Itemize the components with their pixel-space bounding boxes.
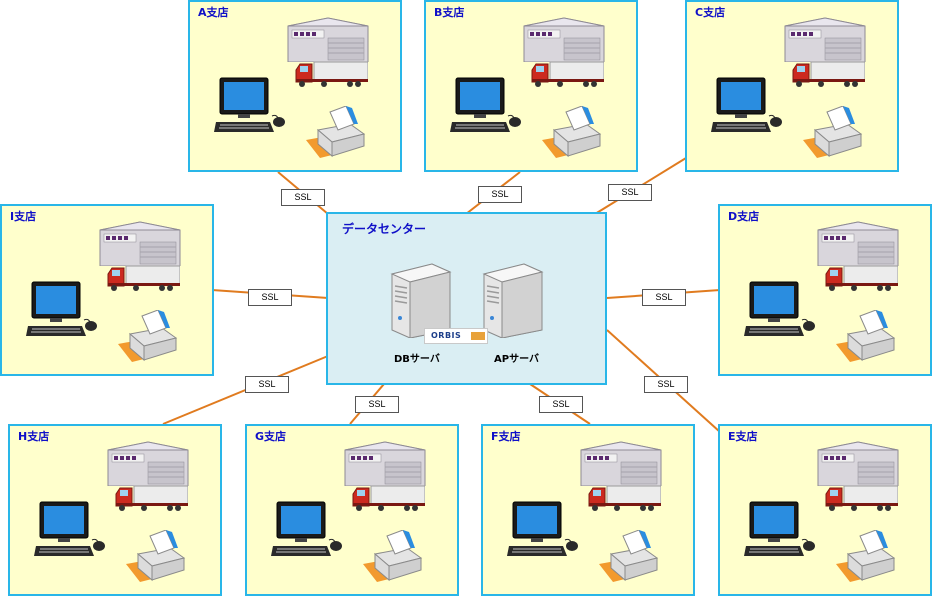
- branch-b: B支店: [424, 0, 638, 172]
- printer-icon: [599, 530, 659, 582]
- ssl-label-b: SSL: [478, 186, 522, 203]
- computer-icon: [34, 501, 94, 556]
- truck-icon: [115, 485, 188, 511]
- printer-icon: [803, 106, 863, 158]
- branch-title: C支店: [695, 6, 726, 19]
- branch-c: C支店: [685, 0, 899, 172]
- computer-icon: [744, 281, 804, 336]
- mouse-icon: [801, 318, 815, 331]
- branch-title: F支店: [491, 430, 521, 443]
- truck-icon: [107, 265, 180, 291]
- branch-i: I支店: [0, 204, 214, 376]
- mouse-icon: [91, 538, 105, 551]
- ssl-label-c: SSL: [608, 184, 652, 201]
- warehouse-icon: [99, 221, 181, 266]
- branch-a: A支店: [188, 0, 402, 172]
- warehouse-icon: [784, 17, 866, 62]
- computer-icon: [744, 501, 804, 556]
- branch-title: E支店: [728, 430, 758, 443]
- datacenter-box: データセンター DBサーバ APサーバ ORBIS: [326, 212, 607, 385]
- truck-icon: [352, 485, 425, 511]
- mouse-icon: [768, 114, 782, 127]
- logo-text: ORBIS: [431, 331, 462, 340]
- db-server-icon: [390, 263, 452, 338]
- warehouse-icon: [107, 441, 189, 486]
- ap-server-icon: [482, 263, 544, 338]
- logo-tag-icon: [471, 332, 485, 340]
- mouse-icon: [328, 538, 342, 551]
- branch-d: D支店: [718, 204, 932, 376]
- truck-icon: [825, 265, 898, 291]
- printer-icon: [363, 530, 423, 582]
- branch-title: B支店: [434, 6, 465, 19]
- branch-h: H支店: [8, 424, 222, 596]
- warehouse-icon: [287, 17, 369, 62]
- computer-icon: [26, 281, 86, 336]
- ssl-label-d: SSL: [642, 289, 686, 306]
- printer-icon: [836, 310, 896, 362]
- branch-title: A支店: [198, 6, 229, 19]
- printer-icon: [126, 530, 186, 582]
- branch-f: F支店: [481, 424, 695, 596]
- printer-icon: [542, 106, 602, 158]
- printer-icon: [836, 530, 896, 582]
- warehouse-icon: [580, 441, 662, 486]
- orbis-logo: ORBIS: [424, 328, 488, 344]
- computer-icon: [271, 501, 331, 556]
- warehouse-icon: [817, 221, 899, 266]
- printer-icon: [306, 106, 366, 158]
- truck-icon: [295, 61, 368, 87]
- truck-icon: [531, 61, 604, 87]
- branch-title: H支店: [18, 430, 50, 443]
- branch-e: E支店: [718, 424, 932, 596]
- branch-title: G支店: [255, 430, 287, 443]
- ssl-label-h: SSL: [245, 376, 289, 393]
- computer-icon: [507, 501, 567, 556]
- computer-icon: [450, 77, 510, 132]
- branch-title: I支店: [10, 210, 37, 223]
- truck-icon: [588, 485, 661, 511]
- ssl-label-a: SSL: [281, 189, 325, 206]
- warehouse-icon: [344, 441, 426, 486]
- ssl-label-g: SSL: [355, 396, 399, 413]
- truck-icon: [825, 485, 898, 511]
- printer-icon: [118, 310, 178, 362]
- ap-server-label: APサーバ: [494, 354, 539, 365]
- warehouse-icon: [817, 441, 899, 486]
- db-server-label: DBサーバ: [394, 354, 440, 365]
- mouse-icon: [83, 318, 97, 331]
- ssl-label-f: SSL: [539, 396, 583, 413]
- branch-g: G支店: [245, 424, 459, 596]
- computer-icon: [711, 77, 771, 132]
- truck-icon: [792, 61, 865, 87]
- mouse-icon: [271, 114, 285, 127]
- mouse-icon: [801, 538, 815, 551]
- mouse-icon: [507, 114, 521, 127]
- ssl-label-e: SSL: [644, 376, 688, 393]
- warehouse-icon: [523, 17, 605, 62]
- computer-icon: [214, 77, 274, 132]
- datacenter-title: データセンター: [342, 222, 427, 236]
- ssl-label-i: SSL: [248, 289, 292, 306]
- branch-title: D支店: [728, 210, 760, 223]
- mouse-icon: [564, 538, 578, 551]
